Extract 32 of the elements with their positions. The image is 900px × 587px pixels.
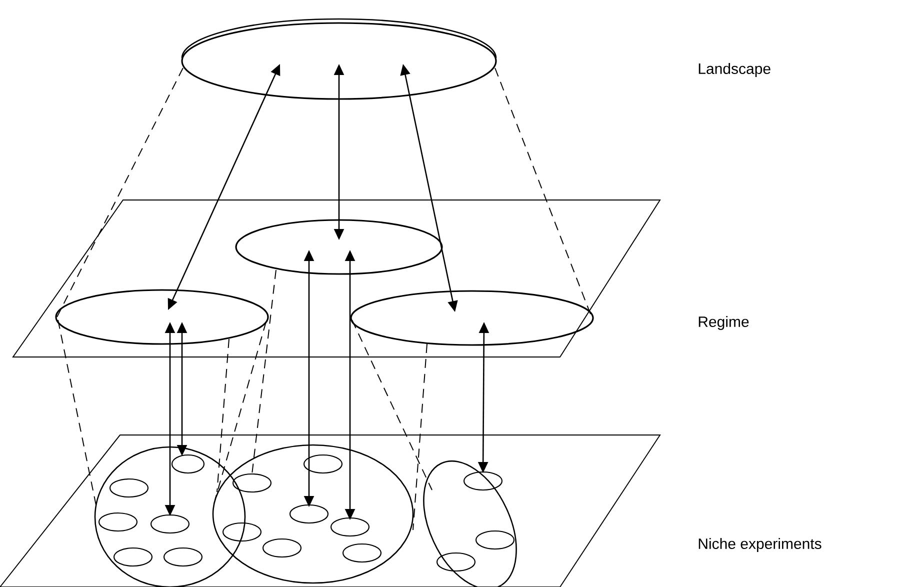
- ellipse: [222, 522, 262, 542]
- ellipse: [181, 18, 497, 100]
- projection-line: [412, 344, 428, 530]
- ellipse: [463, 471, 503, 491]
- ellipse: [212, 444, 414, 584]
- projection-line: [216, 338, 230, 492]
- ellipse: [350, 290, 594, 346]
- ellipse: [342, 543, 382, 563]
- projection-line: [56, 68, 184, 318]
- projection-line: [58, 320, 96, 506]
- plane: [0, 434, 661, 587]
- ellipse: [303, 454, 343, 474]
- projection-line: [352, 320, 432, 490]
- ellipse: [436, 552, 476, 572]
- ellipse: [98, 512, 138, 532]
- layer-label: Landscape: [698, 63, 770, 77]
- ellipse: [232, 473, 272, 493]
- ellipse: [330, 517, 370, 537]
- projection-line: [214, 322, 266, 500]
- layer-label: Regime: [698, 316, 749, 330]
- ellipse: [235, 219, 443, 275]
- ellipse: [262, 538, 302, 558]
- ellipse: [113, 547, 153, 567]
- projection-line: [252, 270, 276, 474]
- ellipse: [475, 530, 515, 550]
- ellipse: [109, 478, 149, 498]
- ellipse: [171, 454, 205, 474]
- ellipse: [163, 547, 203, 567]
- ellipse: [150, 514, 190, 534]
- layer-label: Niche experiments: [698, 538, 822, 552]
- ellipse: [289, 504, 329, 524]
- ellipse: [55, 289, 269, 345]
